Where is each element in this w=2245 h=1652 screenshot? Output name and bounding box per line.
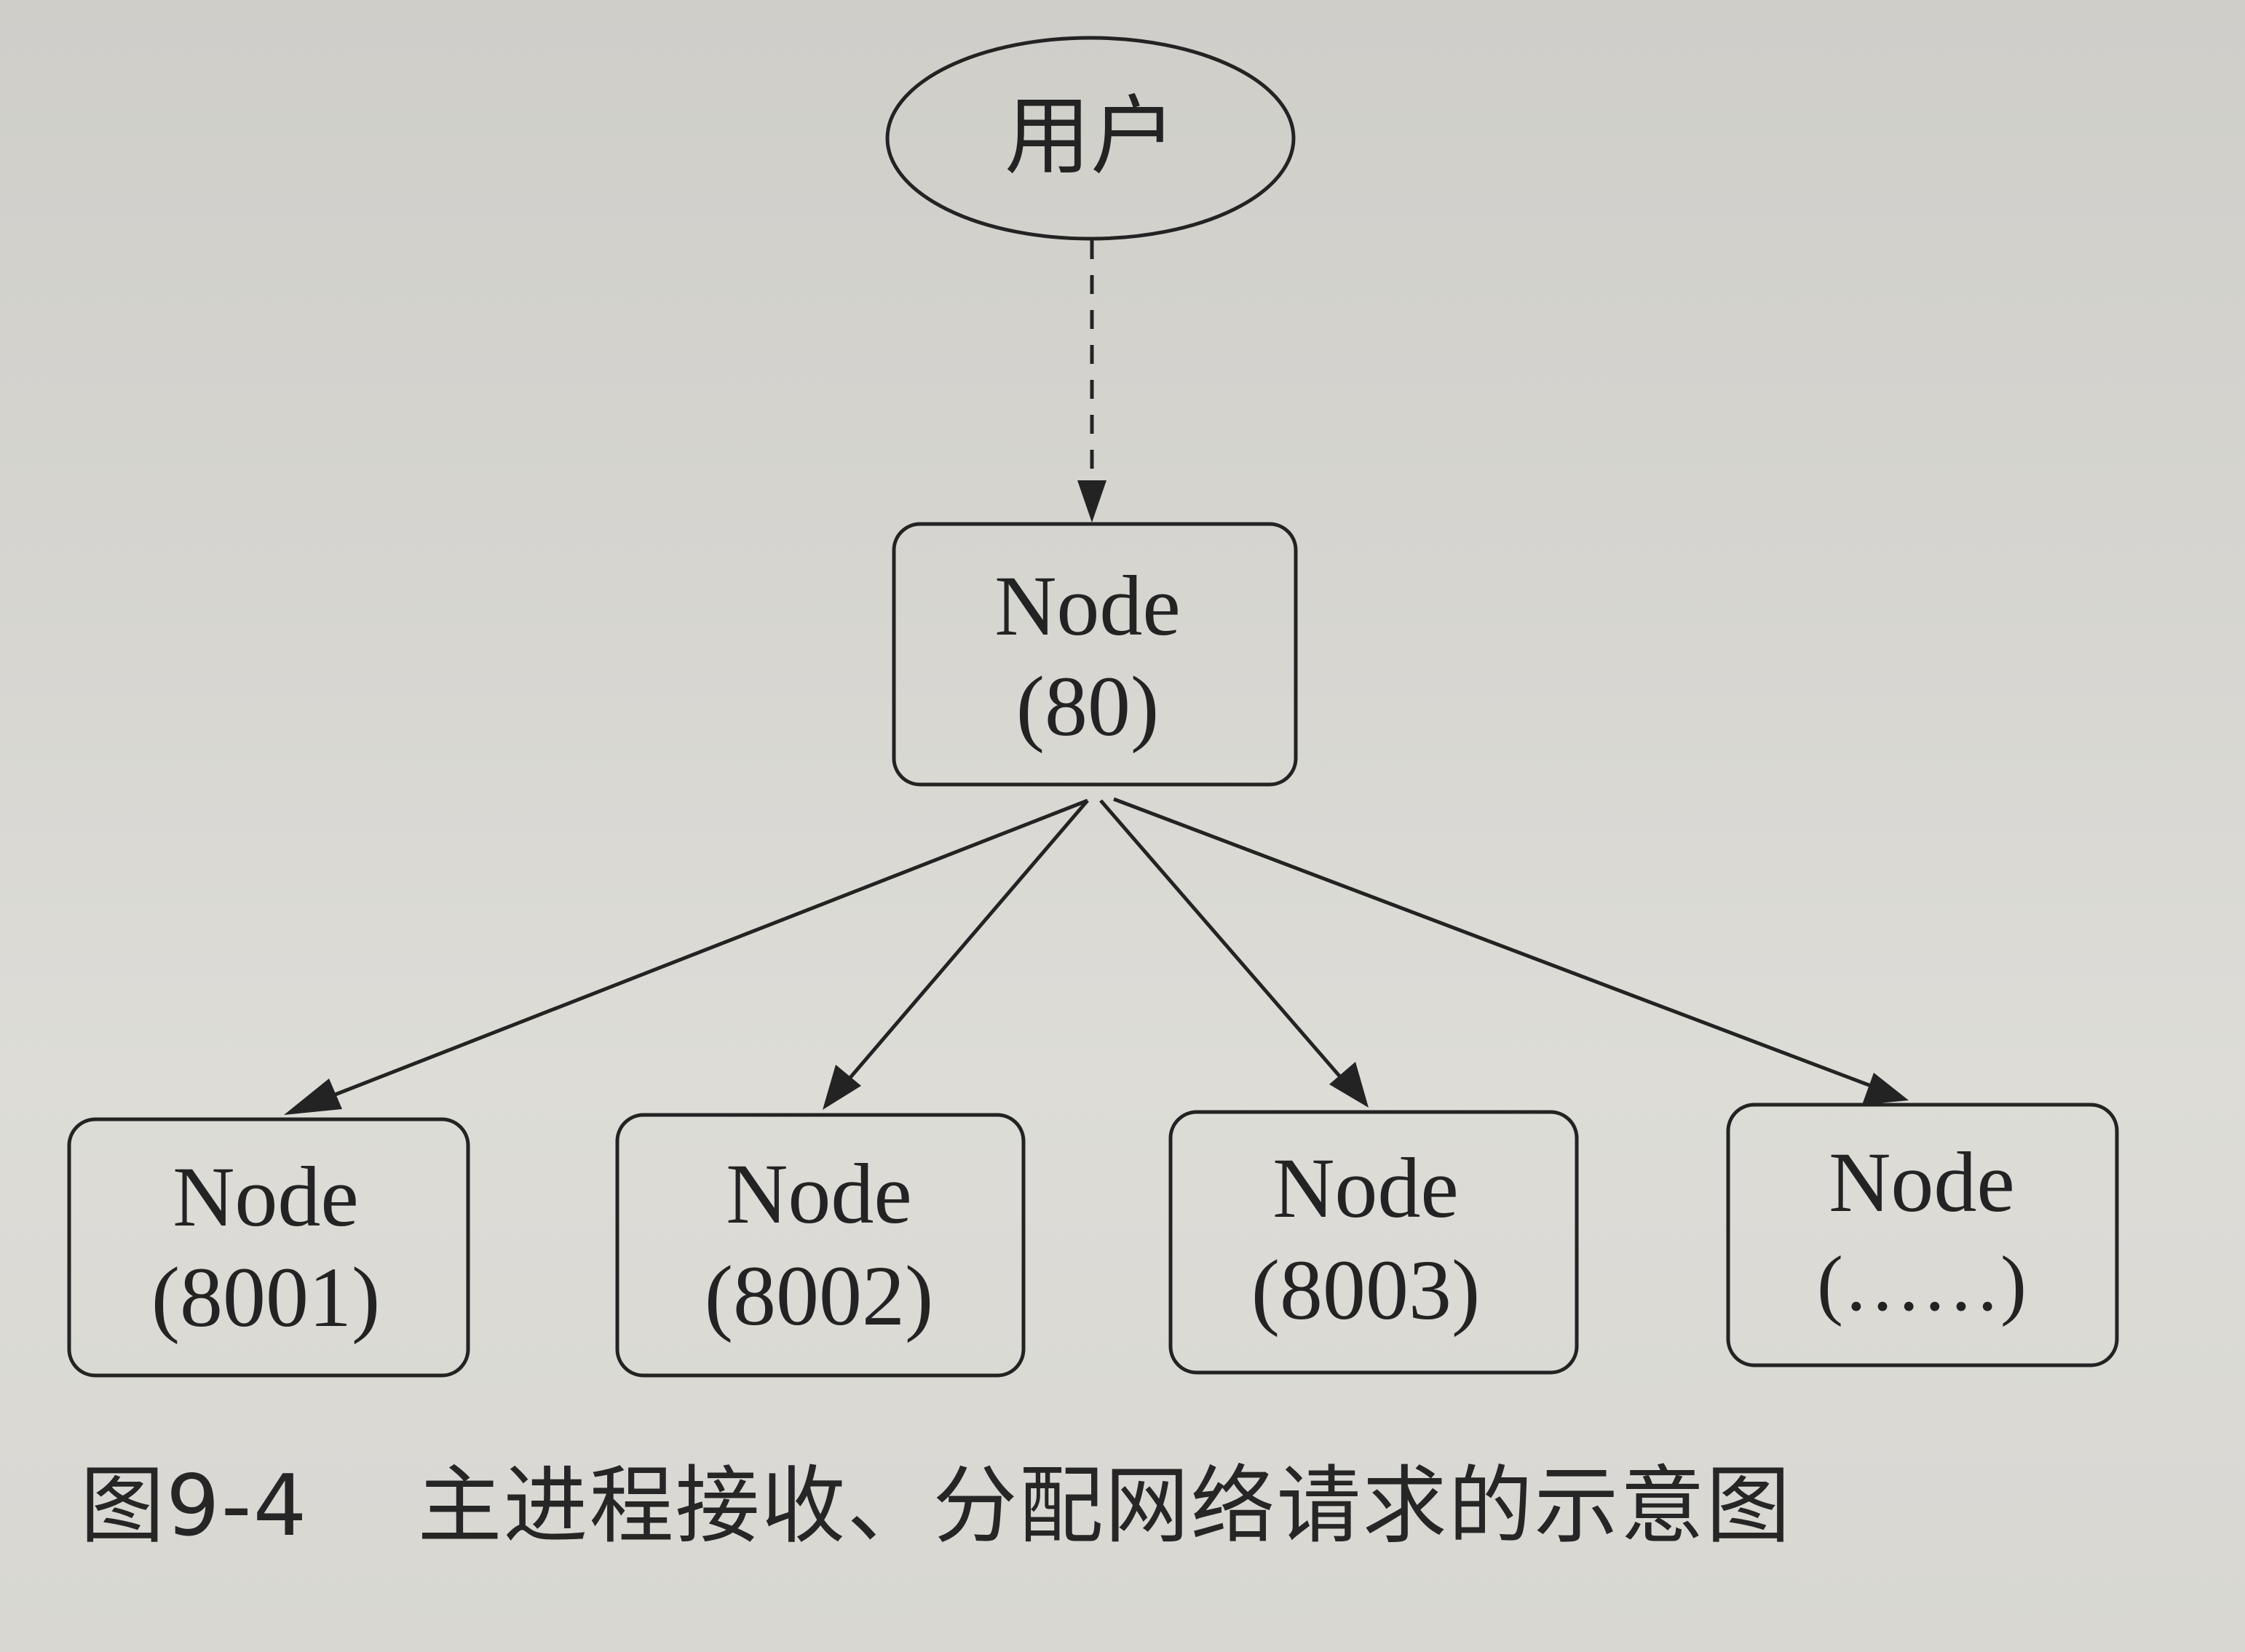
edge-to-worker-8002 bbox=[823, 799, 1089, 1110]
master-node: Node (80) bbox=[892, 522, 1298, 787]
worker-node-title: Node bbox=[726, 1146, 912, 1242]
master-to-worker-edges bbox=[284, 797, 1909, 1115]
worker-node-port: (8002) bbox=[705, 1248, 934, 1343]
edge-to-worker-8003 bbox=[1099, 799, 1369, 1108]
figure-caption: 图9-4 主进程接收、分配网络请求的示意图 bbox=[80, 1437, 1791, 1560]
worker-node-port: (8003) bbox=[1251, 1242, 1481, 1338]
master-node-title: Node bbox=[994, 558, 1181, 654]
worker-node-title: Node bbox=[173, 1149, 359, 1244]
user-to-master-edge bbox=[1077, 240, 1106, 523]
edge-to-worker-8001 bbox=[284, 798, 1088, 1115]
figure-number: 图9-4 bbox=[80, 1457, 309, 1555]
edge-to-worker-more bbox=[1113, 797, 1909, 1105]
master-node-port: (80) bbox=[1016, 659, 1160, 754]
worker-node-port: (……) bbox=[1817, 1241, 2027, 1327]
worker-node-8002: Node (8002) bbox=[615, 1113, 1026, 1378]
worker-node-title: Node bbox=[1829, 1135, 2015, 1230]
worker-node-8001: Node (8001) bbox=[67, 1117, 470, 1378]
user-node-label: 用户 bbox=[1005, 90, 1176, 185]
user-node: 用户 bbox=[885, 36, 1296, 241]
figure-caption-text: 主进程接收、分配网络请求的示意图 bbox=[417, 1457, 1792, 1555]
worker-node-title: Node bbox=[1272, 1140, 1459, 1236]
worker-node-more: Node (……) bbox=[1726, 1103, 2119, 1367]
worker-node-8003: Node (8003) bbox=[1168, 1110, 1579, 1375]
worker-node-port: (8001) bbox=[151, 1250, 381, 1345]
